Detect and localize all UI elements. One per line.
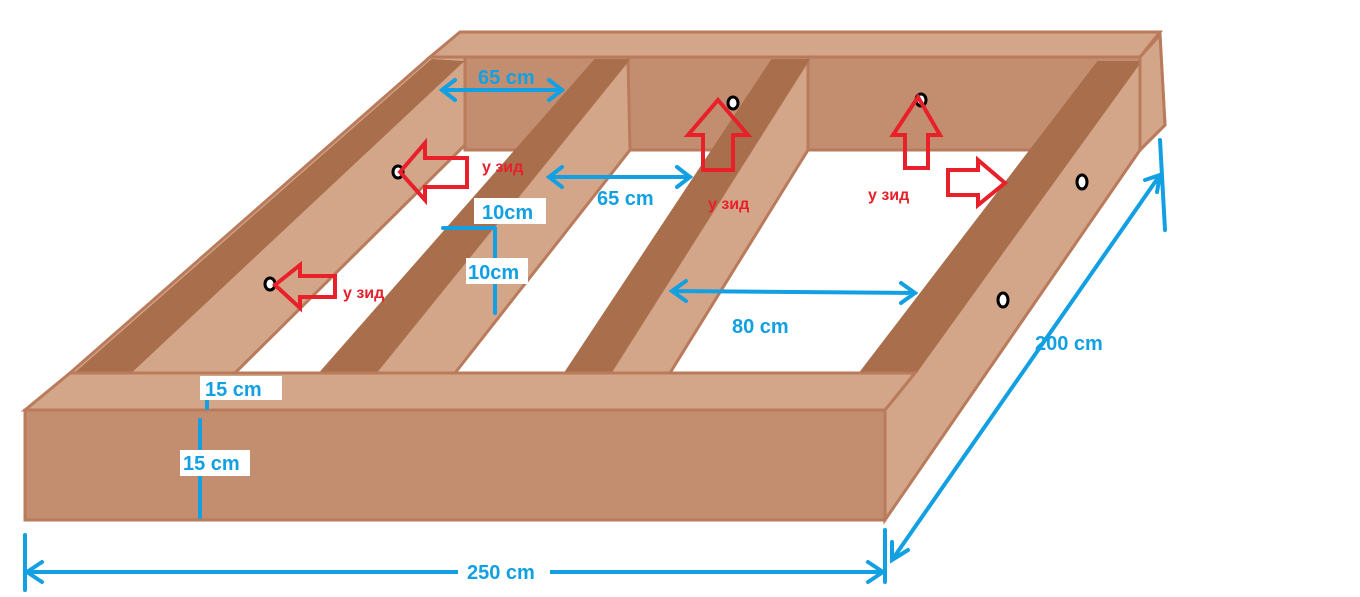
dimension-lines bbox=[23, 78, 1167, 592]
dim-label-slat-gap-right: 80 cm bbox=[732, 316, 789, 338]
dim-label-rail-height: 15 cm bbox=[183, 453, 240, 475]
wall-label: у зид bbox=[868, 187, 909, 204]
wall-label: у зид bbox=[708, 196, 749, 213]
wall-label: у зид bbox=[343, 285, 384, 302]
wall-arrow-right-icon bbox=[946, 155, 1009, 210]
dim-label-depth: 200 cm bbox=[1035, 333, 1103, 355]
dim-label-length: 250 cm bbox=[467, 562, 535, 584]
dim-label-slat-height: 10cm bbox=[468, 262, 519, 284]
hole-icon bbox=[1075, 173, 1089, 191]
dim-label-slat-gap-back: 65 cm bbox=[478, 67, 535, 89]
left-rail bbox=[66, 55, 467, 375]
hole-icon bbox=[996, 291, 1010, 309]
front-rail bbox=[20, 371, 919, 522]
dim-label-rail-width: 15 cm bbox=[205, 379, 262, 401]
wall-label: у зид bbox=[482, 159, 523, 176]
dim-label-slat-width: 10cm bbox=[482, 202, 533, 224]
hole-icon bbox=[726, 95, 740, 111]
wall-arrow-up-icon bbox=[889, 93, 944, 170]
dim-label-slat-gap-mid: 65 cm bbox=[597, 188, 654, 210]
wall-arrow-left-icon bbox=[271, 260, 337, 313]
right-rail bbox=[857, 30, 1167, 525]
wall-arrow-up-icon bbox=[683, 96, 753, 172]
wall-arrow-left-icon bbox=[397, 137, 469, 206]
